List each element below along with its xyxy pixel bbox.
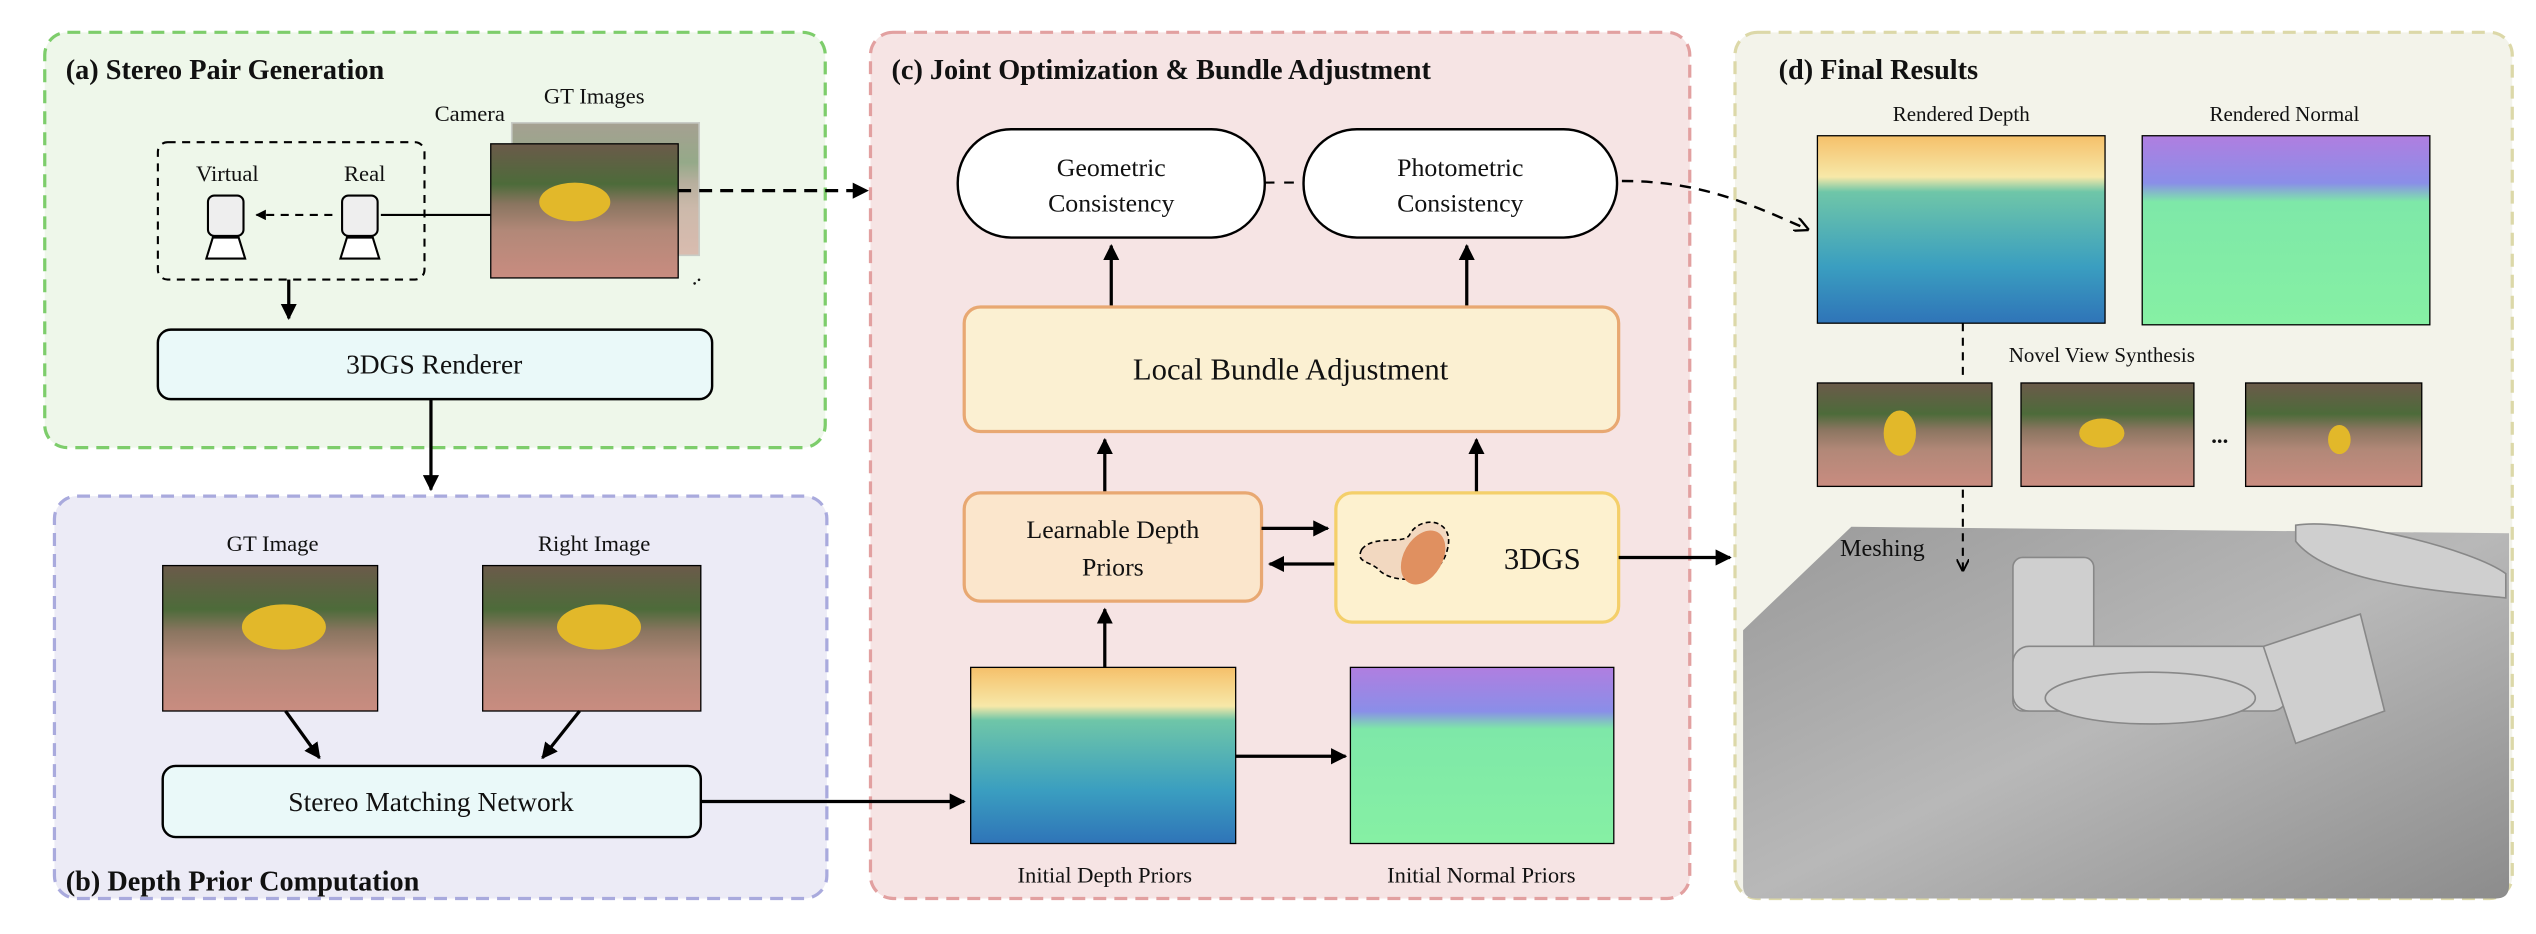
real-label: Real xyxy=(344,161,385,186)
rendered-depth-image xyxy=(1816,135,2106,324)
panel-c-title: (c) Joint Optimization & Bundle Adjustme… xyxy=(891,55,1431,86)
initial-normal-priors-label: Initial Normal Priors xyxy=(1387,862,1575,887)
initial-normal-priors-image xyxy=(1349,666,1615,845)
stereo-matching-network-label: Stereo Matching Network xyxy=(288,787,574,817)
virtual-camera-icon xyxy=(204,194,247,260)
geometric-label-2: Consistency xyxy=(1048,189,1174,218)
panel-d-title: (d) Final Results xyxy=(1779,55,1978,86)
gt-images-label: GT Images xyxy=(544,83,645,108)
learnable-depth-label-2: Priors xyxy=(1082,552,1144,581)
novel-view-ellipsis: ... xyxy=(2211,423,2228,448)
learnable-depth-priors-box xyxy=(962,491,1264,603)
meshing-label: Meshing xyxy=(1840,535,1925,562)
photometric-label-2: Consistency xyxy=(1397,189,1523,218)
rendered-depth-label: Rendered Depth xyxy=(1893,102,2031,126)
geometric-label-1: Geometric xyxy=(1057,153,1166,182)
camera-group-box xyxy=(156,141,426,281)
photometric-consistency-box xyxy=(1302,128,1619,239)
real-camera-icon xyxy=(339,194,381,260)
camera-label: Camera xyxy=(435,101,505,126)
right-image xyxy=(482,564,702,712)
right-image-label: Right Image xyxy=(538,531,650,556)
geometric-consistency-box xyxy=(956,128,1266,239)
learnable-depth-label-1: Learnable Depth xyxy=(1026,515,1199,544)
virtual-label: Virtual xyxy=(196,161,259,186)
novel-view-synthesis-label: Novel View Synthesis xyxy=(2009,343,2195,367)
mesh-loader-shape xyxy=(2012,523,2507,745)
gt-image-label: GT Image xyxy=(227,531,319,556)
rendered-normal-label: Rendered Normal xyxy=(2209,102,2359,126)
gt-image xyxy=(162,564,379,712)
panel-b-title: (b) Depth Prior Computation xyxy=(66,866,420,897)
initial-depth-priors-label: Initial Depth Priors xyxy=(1018,862,1193,887)
initial-depth-priors-image xyxy=(970,666,1237,845)
panel-a-title: (a) Stereo Pair Generation xyxy=(66,55,385,86)
local-bundle-adjustment-box xyxy=(962,305,1621,434)
3dgs-renderer-label: 3DGS Renderer xyxy=(346,349,522,379)
photometric-label-1: Photometric xyxy=(1397,153,1523,182)
local-bundle-adjustment-label: Local Bundle Adjustment xyxy=(1133,353,1449,387)
gt-images-stack: .. xyxy=(490,122,705,290)
rendered-normal-image xyxy=(2141,135,2431,326)
3dgs-label: 3DGS xyxy=(1504,542,1581,576)
3dgs-renderer-box xyxy=(156,328,714,401)
gaussian-splat-icon xyxy=(1359,521,1450,585)
